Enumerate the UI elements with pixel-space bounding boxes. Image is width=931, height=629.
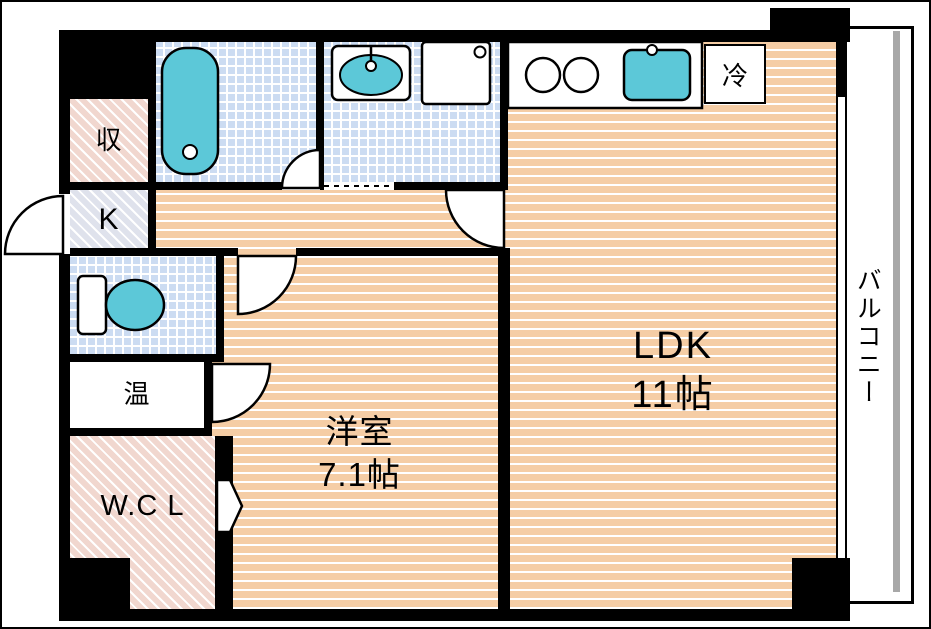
refrigerator-space: 冷	[704, 44, 766, 104]
heater-door-arc-icon	[210, 362, 272, 424]
washing-machine-icon	[420, 40, 492, 106]
toilet-tank-icon	[76, 274, 108, 336]
storage-room	[70, 99, 148, 182]
wall-toilet-top	[59, 354, 224, 362]
wall-left	[59, 30, 70, 621]
washing-machine-tap-icon	[473, 45, 487, 59]
ldk-size: 11帖	[631, 374, 715, 416]
walkin-closet-label: W.C L	[100, 490, 185, 523]
wall-heater-right	[204, 362, 212, 428]
entrance-opening	[59, 194, 70, 254]
entry-label: K	[98, 202, 120, 236]
washbasin-faucet-icon	[365, 60, 377, 72]
ldk-door-arc-icon	[444, 188, 506, 250]
wall-bath-washroom	[316, 42, 324, 182]
wall-washroom-ldk	[500, 30, 508, 190]
stove-burner-icon	[562, 56, 600, 94]
pillar-top-right	[770, 8, 850, 42]
refrigerator-label: 冷	[721, 60, 748, 91]
balcony-rail	[893, 31, 900, 592]
stove-burner-icon	[524, 56, 562, 94]
toilet-icon	[104, 278, 166, 332]
kitchen-sink-icon	[622, 48, 692, 102]
wall-right-top	[836, 30, 847, 97]
bedroom-name: 洋室	[325, 413, 394, 451]
entry-area	[70, 190, 148, 248]
bedroom-size: 7.1帖	[318, 456, 401, 493]
washroom-door-arc-icon	[280, 148, 322, 190]
bedroom-door-arc-icon	[236, 254, 298, 316]
balcony-window	[836, 97, 847, 558]
wall-bottom	[59, 609, 847, 621]
bathtub-drain-icon	[182, 144, 198, 160]
entrance-door-arc-icon	[3, 194, 65, 256]
pillar-bottom-right	[792, 558, 850, 621]
bedroom-label: 洋室 7.1帖	[247, 404, 472, 504]
ldk-name: LDK	[633, 324, 713, 367]
washroom-floor	[324, 42, 500, 182]
heater-label: 温	[123, 379, 151, 410]
wall-toilet-right	[216, 256, 224, 354]
balcony-label: バルコニー	[853, 267, 882, 407]
balcony	[843, 26, 914, 604]
pillar-top-left	[59, 30, 152, 99]
wall-heater-bottom	[59, 428, 212, 436]
wall-storage-right	[148, 30, 156, 256]
bathtub-icon	[160, 46, 220, 176]
kitchen-faucet-icon	[646, 44, 658, 56]
sliding-door-dashes	[324, 185, 394, 187]
pillar-bottom-left	[59, 558, 130, 621]
wall-bedroom-ldk	[498, 248, 510, 609]
wall-top	[59, 30, 847, 42]
wall-hall-bottom-right	[296, 248, 508, 256]
closet-door-icon	[215, 478, 244, 534]
storage-label: 収	[95, 124, 123, 155]
water-heater-room	[70, 362, 204, 428]
ldk-label: LDK 11帖	[557, 318, 789, 424]
